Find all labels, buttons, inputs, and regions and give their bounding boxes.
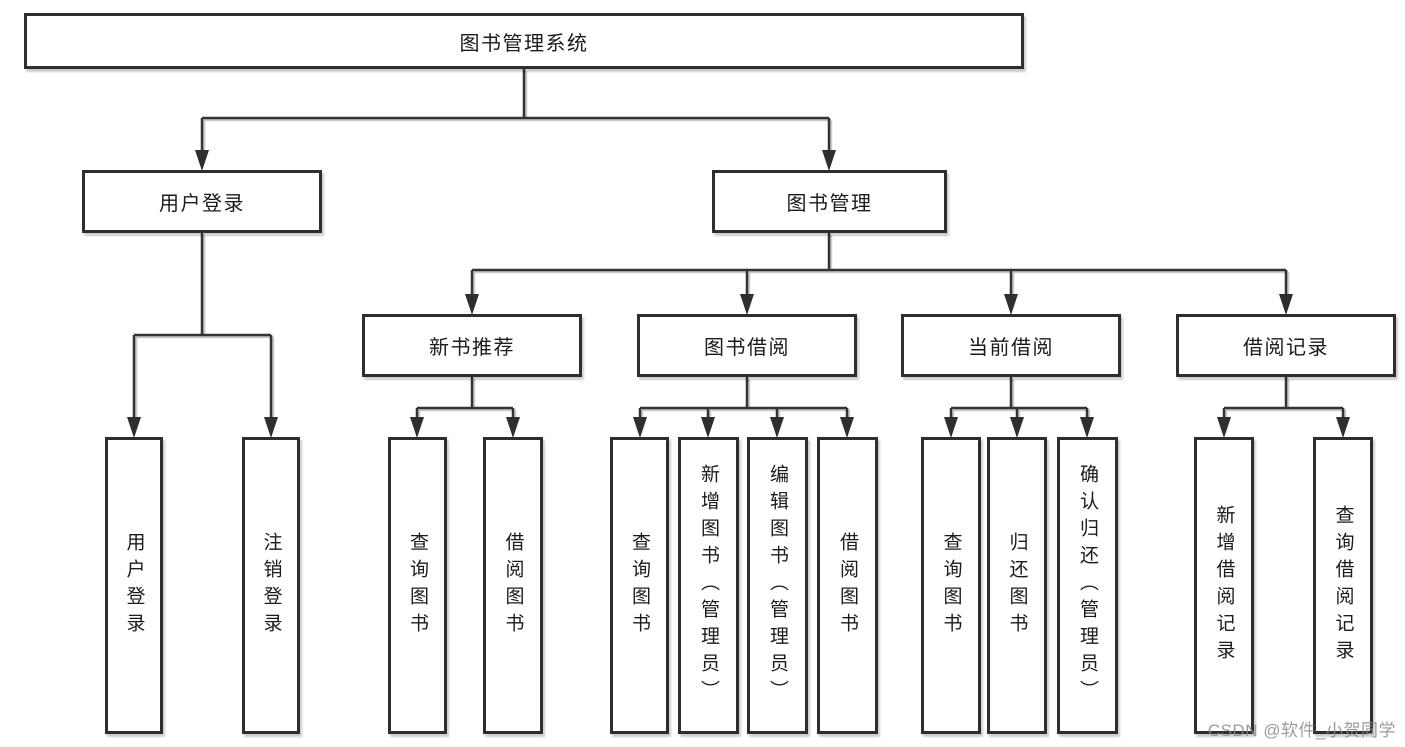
node-label: 查询图书 [407, 531, 428, 640]
node-label: 查询借阅记录 [1332, 504, 1354, 667]
leaf-borrow-books-recommend: 借阅图书 [483, 437, 543, 734]
node-borrowing-records: 借阅记录 [1176, 314, 1396, 377]
leaf-add-borrow-record: 新增借阅记录 [1194, 437, 1254, 734]
node-user-login: 用户登录 [82, 170, 322, 233]
node-label: 编辑图书（管理员） [767, 464, 788, 707]
node-label: 新增借阅记录 [1213, 504, 1235, 667]
node-label: 查询图书 [629, 531, 650, 640]
node-book-borrowing: 图书借阅 [637, 314, 857, 377]
connector-shadow [134, 71, 1347, 420]
node-new-book-recommend: 新书推荐 [362, 314, 582, 377]
node-label: 新增图书（管理员） [698, 464, 719, 707]
node-label: 用户登录 [123, 531, 145, 640]
node-label: 查询图书 [940, 531, 962, 640]
node-label: 借阅记录 [1243, 337, 1329, 359]
leaf-query-books-recommend: 查询图书 [388, 437, 447, 734]
leaf-edit-books-admin: 编辑图书（管理员） [747, 437, 808, 734]
leaf-query-borrow-record: 查询借阅记录 [1313, 437, 1373, 734]
node-label: 新书推荐 [429, 337, 515, 359]
node-label: 注销登录 [260, 531, 282, 640]
leaf-borrow-books-borrowing: 借阅图书 [817, 437, 878, 734]
node-label: 图书管理 [786, 193, 873, 215]
leaf-logout-login: 注销登录 [242, 437, 300, 734]
connector-tree [132, 69, 1345, 418]
leaf-confirm-return-admin: 确认归还（管理员） [1057, 437, 1118, 734]
node-label: 借阅图书 [837, 531, 858, 640]
node-label: 确认归还（管理员） [1077, 464, 1098, 707]
node-label: 当前借阅 [968, 337, 1054, 359]
node-label: 借阅图书 [502, 531, 524, 640]
leaf-user-login: 用户登录 [105, 437, 163, 734]
node-current-borrowing: 当前借阅 [901, 314, 1121, 377]
csdn-watermark: CSDN @软件_小贺同学 [1207, 721, 1396, 740]
leaf-query-books-current: 查询图书 [921, 437, 981, 734]
node-label: 归还图书 [1006, 531, 1028, 640]
leaf-add-books-admin: 新增图书（管理员） [678, 437, 739, 734]
leaf-return-books: 归还图书 [987, 437, 1047, 734]
node-label: 图书借阅 [704, 337, 790, 359]
node-book-management: 图书管理 [712, 170, 947, 233]
node-library-management-system: 图书管理系统 [24, 13, 1024, 69]
node-label: 图书管理系统 [459, 32, 589, 55]
node-label: 用户登录 [159, 193, 245, 215]
leaf-query-books-borrowing: 查询图书 [610, 437, 669, 734]
